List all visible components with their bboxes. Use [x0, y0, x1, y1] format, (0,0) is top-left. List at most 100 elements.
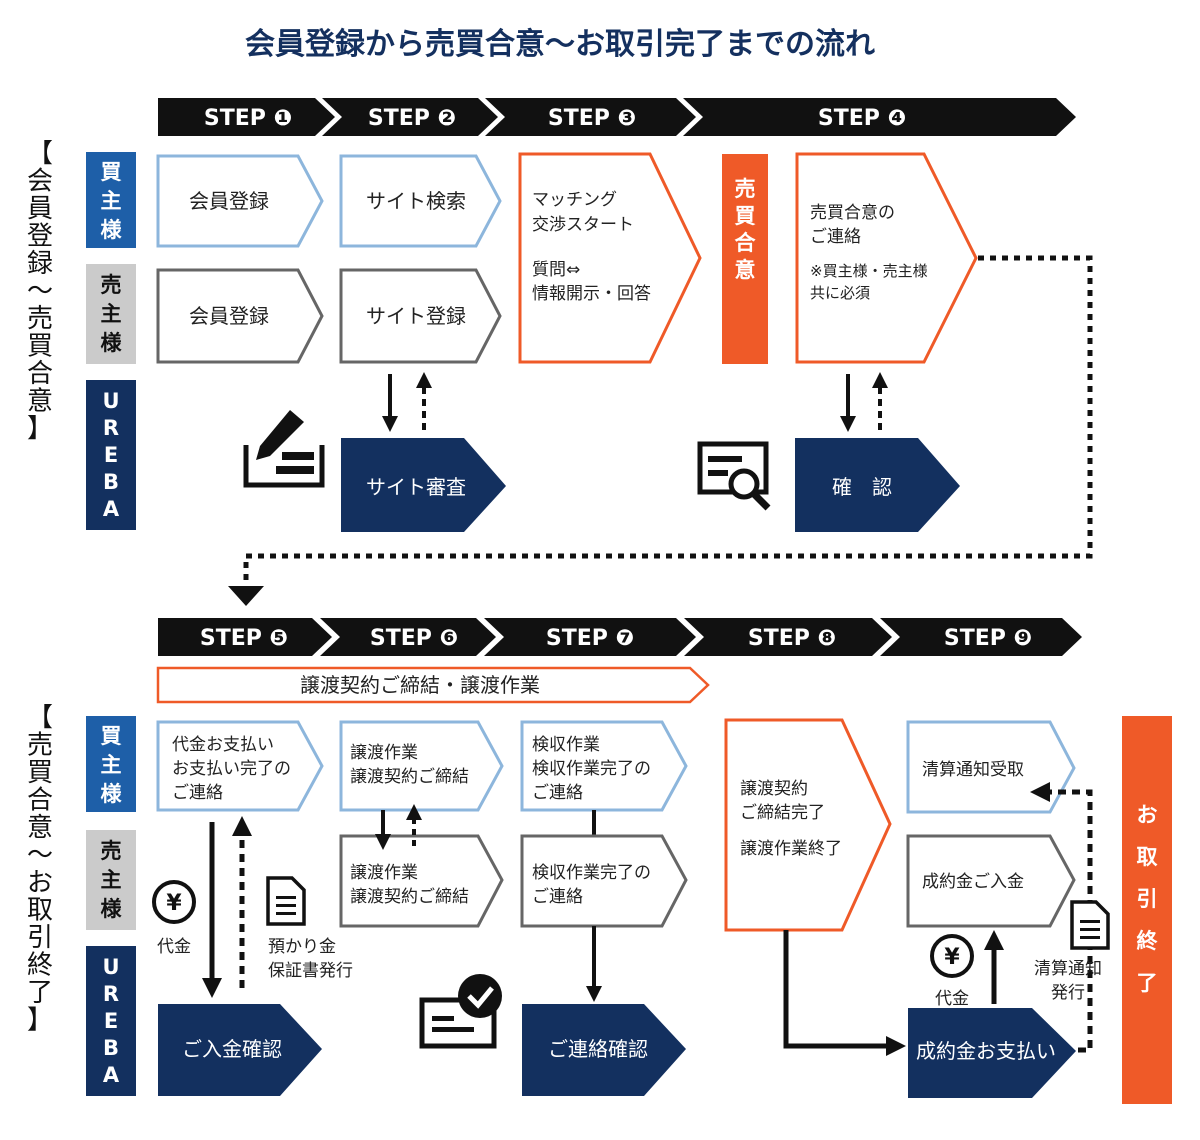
- s7-buyer-line-1: 検収作業: [532, 735, 600, 755]
- step-6-chevron: [320, 618, 496, 656]
- step-2-chevron: [322, 98, 498, 136]
- document-search-icon: [697, 441, 771, 511]
- role-buyer-box: [86, 152, 136, 248]
- s5-buyer-box: [156, 720, 324, 812]
- transfer-banner-text: 譲渡契約ご締結・譲渡作業: [300, 673, 540, 697]
- step9: 清算通知受取 成約金ご入金 ¥ 代金 清算通知 発行 成約金お支払い: [906, 720, 1110, 1098]
- step-4-label: STEP ❹: [818, 106, 906, 131]
- step-5-chevron: [158, 618, 332, 656]
- s5-doc-line-1: 預かり金: [268, 937, 336, 957]
- s1-buyer-box: [156, 154, 324, 248]
- s4-line-4: 共に必須: [810, 284, 870, 302]
- step2-boxes: サイト検索 サイト登録 サイト審査: [243, 154, 506, 532]
- s8-to-s9-arrow: [783, 930, 906, 1056]
- page-title: 会員登録から売買合意～お取引完了までの流れ: [245, 27, 875, 62]
- s6-seller-line-2: 譲渡契約ご締結: [350, 887, 469, 907]
- ureba-review-text: サイト審査: [366, 475, 466, 499]
- step-4-chevron: [683, 98, 1076, 136]
- step1-boxes: 会員登録 会員登録: [156, 154, 324, 364]
- step-8-label: STEP ❽: [748, 626, 836, 651]
- phase-bottom-text: 【売買合意～お取引終了】: [27, 703, 53, 1036]
- s8-line-3: 譲渡作業終了: [740, 839, 842, 859]
- ureba-confirm-text: 確 認: [832, 475, 892, 499]
- role-seller-box: [86, 264, 136, 364]
- agreement-box: [722, 154, 768, 364]
- svg-text:¥: ¥: [944, 945, 960, 970]
- s1-seller-text: 会員登録: [189, 304, 269, 328]
- complete-label: お取引終了: [1137, 803, 1159, 995]
- step-6-label: STEP ❻: [370, 626, 458, 651]
- role-buyer-label-2: 買主様: [101, 724, 123, 806]
- s6-buyer-box: [339, 720, 504, 812]
- step-7-label: STEP ❼: [546, 626, 634, 651]
- step7: 検収作業 検収作業完了の ご連絡 検収作業完了の ご連絡 ご連絡確認: [520, 720, 688, 1096]
- step3-box: マッチング 交渉スタート 質問⇔ 情報開示・回答: [518, 152, 702, 364]
- step-3-chevron: [485, 98, 696, 136]
- s2-buyer-box: [339, 154, 502, 248]
- step-bar-bottom: STEP ❺ STEP ❻ STEP ❼ STEP ❽ STEP ❾: [158, 618, 1082, 656]
- s5-money-label: 代金: [157, 937, 191, 957]
- document-icon-2: [1070, 900, 1110, 950]
- yen-coin-icon: ¥: [152, 880, 196, 924]
- s3-line-1: マッチング: [532, 190, 617, 210]
- role-ureba-box: [86, 380, 136, 530]
- s9-buyer-text: 清算通知受取: [922, 760, 1024, 780]
- form-edit-icon: [243, 410, 325, 488]
- s5-ureba-box: [158, 1004, 322, 1096]
- step-1-label: STEP ❶: [204, 106, 292, 131]
- s6-seller-box: [339, 834, 504, 928]
- s9-doc-line-2: 発行: [1051, 983, 1085, 1003]
- s7-ureba-text: ご連絡確認: [548, 1037, 648, 1061]
- s3-line-4: 情報開示・回答: [532, 284, 651, 304]
- role-seller-box-2: [86, 830, 136, 930]
- s7-seller-box: [520, 834, 688, 928]
- s9-seller-text: 成約金ご入金: [922, 872, 1024, 892]
- s6-buyer-line-1: 譲渡作業: [350, 743, 418, 763]
- s9-money-label: 代金: [935, 989, 969, 1009]
- s9-ureba-box: [908, 1008, 1076, 1098]
- step-8-chevron: [684, 618, 892, 656]
- s5-buyer-line-2: お支払い完了の: [172, 759, 291, 779]
- s3-line-2: 交渉スタート: [532, 215, 634, 235]
- transfer-banner-box: [156, 666, 710, 704]
- role-buyer-box-2: [86, 716, 136, 812]
- step8: 譲渡契約 ご締結完了 譲渡作業終了: [724, 718, 906, 1056]
- s1-buyer-text: 会員登録: [189, 189, 269, 213]
- agreement-label: 売買合意: [735, 177, 757, 282]
- s4-line-1: 売買合意の: [810, 203, 895, 223]
- complete-box: [1122, 716, 1172, 1104]
- s9-ureba-text: 成約金お支払い: [916, 1039, 1056, 1063]
- s3-line-3: 質問⇔: [532, 260, 580, 280]
- transfer-banner: 譲渡契約ご締結・譲渡作業: [156, 666, 710, 704]
- s9-seller-box: [906, 834, 1076, 928]
- step-2-label: STEP ❷: [368, 106, 456, 131]
- dotted-connector: [243, 255, 1093, 586]
- role-seller-label: 売主様: [101, 273, 123, 355]
- s2-buyer-text: サイト検索: [366, 189, 466, 213]
- s7-seller-line-2: ご連絡: [532, 887, 583, 907]
- s7-buyer-box: [520, 720, 688, 812]
- completion: お取引終了: [1122, 716, 1172, 1104]
- s2-seller-text: サイト登録: [366, 304, 466, 328]
- yen-coin-icon-2: ¥: [930, 934, 974, 978]
- step-9-label: STEP ❾: [944, 626, 1032, 651]
- ureba-review-box: [341, 438, 506, 532]
- connector-arrowhead: [228, 586, 264, 606]
- s9-doc-line-1: 清算通知: [1034, 959, 1102, 979]
- s4-line-3: ※買主様・売主様: [810, 262, 928, 280]
- ureba-confirm-box: [795, 438, 960, 532]
- phase-label-top: 【会員登録～売買合意】: [27, 139, 53, 444]
- s8-line-2: ご締結完了: [740, 803, 825, 823]
- s5-ureba-text: ご入金確認: [182, 1037, 282, 1061]
- step6: 譲渡作業 譲渡契約ご締結 譲渡作業 譲渡契約ご締結: [339, 720, 504, 1049]
- connector-top-to-bottom: [228, 255, 1093, 606]
- s3-box: [518, 152, 702, 364]
- document-icon: [266, 876, 306, 926]
- s8-line-1: 譲渡契約: [740, 779, 808, 799]
- s7-buyer-line-2: 検収作業完了の: [532, 759, 651, 779]
